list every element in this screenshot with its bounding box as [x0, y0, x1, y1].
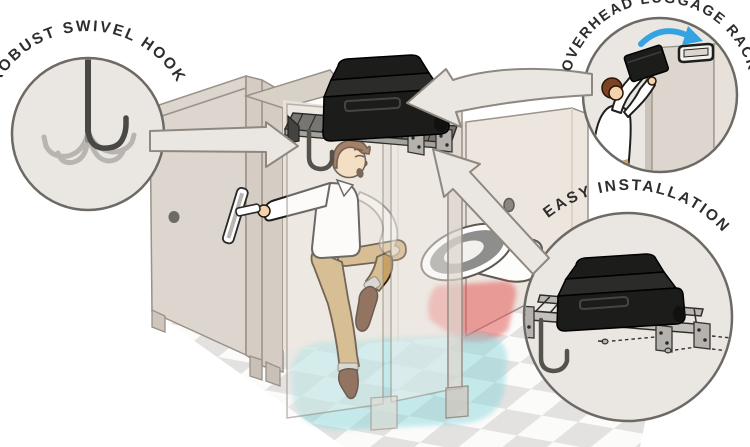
rack-bracket-left — [287, 114, 300, 144]
dancing-man — [221, 139, 407, 400]
main-hook — [85, 115, 129, 151]
ghost-door — [286, 103, 384, 419]
left-stall — [149, 74, 284, 387]
front-post-foot — [445, 385, 469, 419]
suitcase-lid — [329, 54, 431, 81]
wall-knob — [503, 197, 515, 213]
callout-rim-3 — [522, 211, 734, 423]
pointer-arrow-rack — [406, 67, 593, 128]
pointer-arrow-install — [432, 148, 550, 275]
ghost-door-foot — [370, 395, 398, 431]
suitcase-handle — [344, 96, 401, 113]
pointer-arrow-hook — [149, 121, 299, 168]
door-knob-hole — [168, 211, 180, 223]
man-hair — [332, 139, 371, 169]
mounting-screws — [597, 335, 731, 354]
post-foot-right — [265, 361, 281, 387]
man-face — [353, 148, 368, 167]
left-stall-foot — [151, 308, 166, 333]
squeegee-handle — [235, 203, 261, 217]
squeegee-blade — [226, 192, 245, 239]
man-shoe-raised — [355, 285, 379, 332]
swivel-hook-icon — [41, 59, 137, 166]
wall-rack-icon — [677, 42, 715, 64]
man-collar — [335, 178, 355, 198]
blue-arc-arrow-icon — [638, 26, 703, 47]
man-standing-leg — [310, 248, 361, 369]
man-ghost-arm — [354, 190, 401, 258]
squeegee-icon — [221, 186, 261, 245]
ghost-hooks — [41, 129, 137, 166]
man-mouth — [356, 168, 364, 178]
detail-suitcase — [556, 253, 686, 332]
swivel-hook-main — [306, 128, 335, 172]
callout-easy-install — [522, 211, 734, 423]
man-shoe-standing — [337, 367, 359, 400]
left-stall-corner-post — [245, 75, 284, 373]
callout-swivel-hook — [10, 56, 166, 212]
detail-bracket-2 — [693, 321, 711, 350]
left-stall-headrail-seam — [149, 87, 247, 121]
detail-hook — [538, 317, 570, 374]
post-foot-left — [249, 355, 263, 381]
suitcase-lifted — [623, 44, 670, 83]
installation-detail-icon — [525, 253, 731, 374]
callout-overhead-rack — [581, 16, 739, 174]
